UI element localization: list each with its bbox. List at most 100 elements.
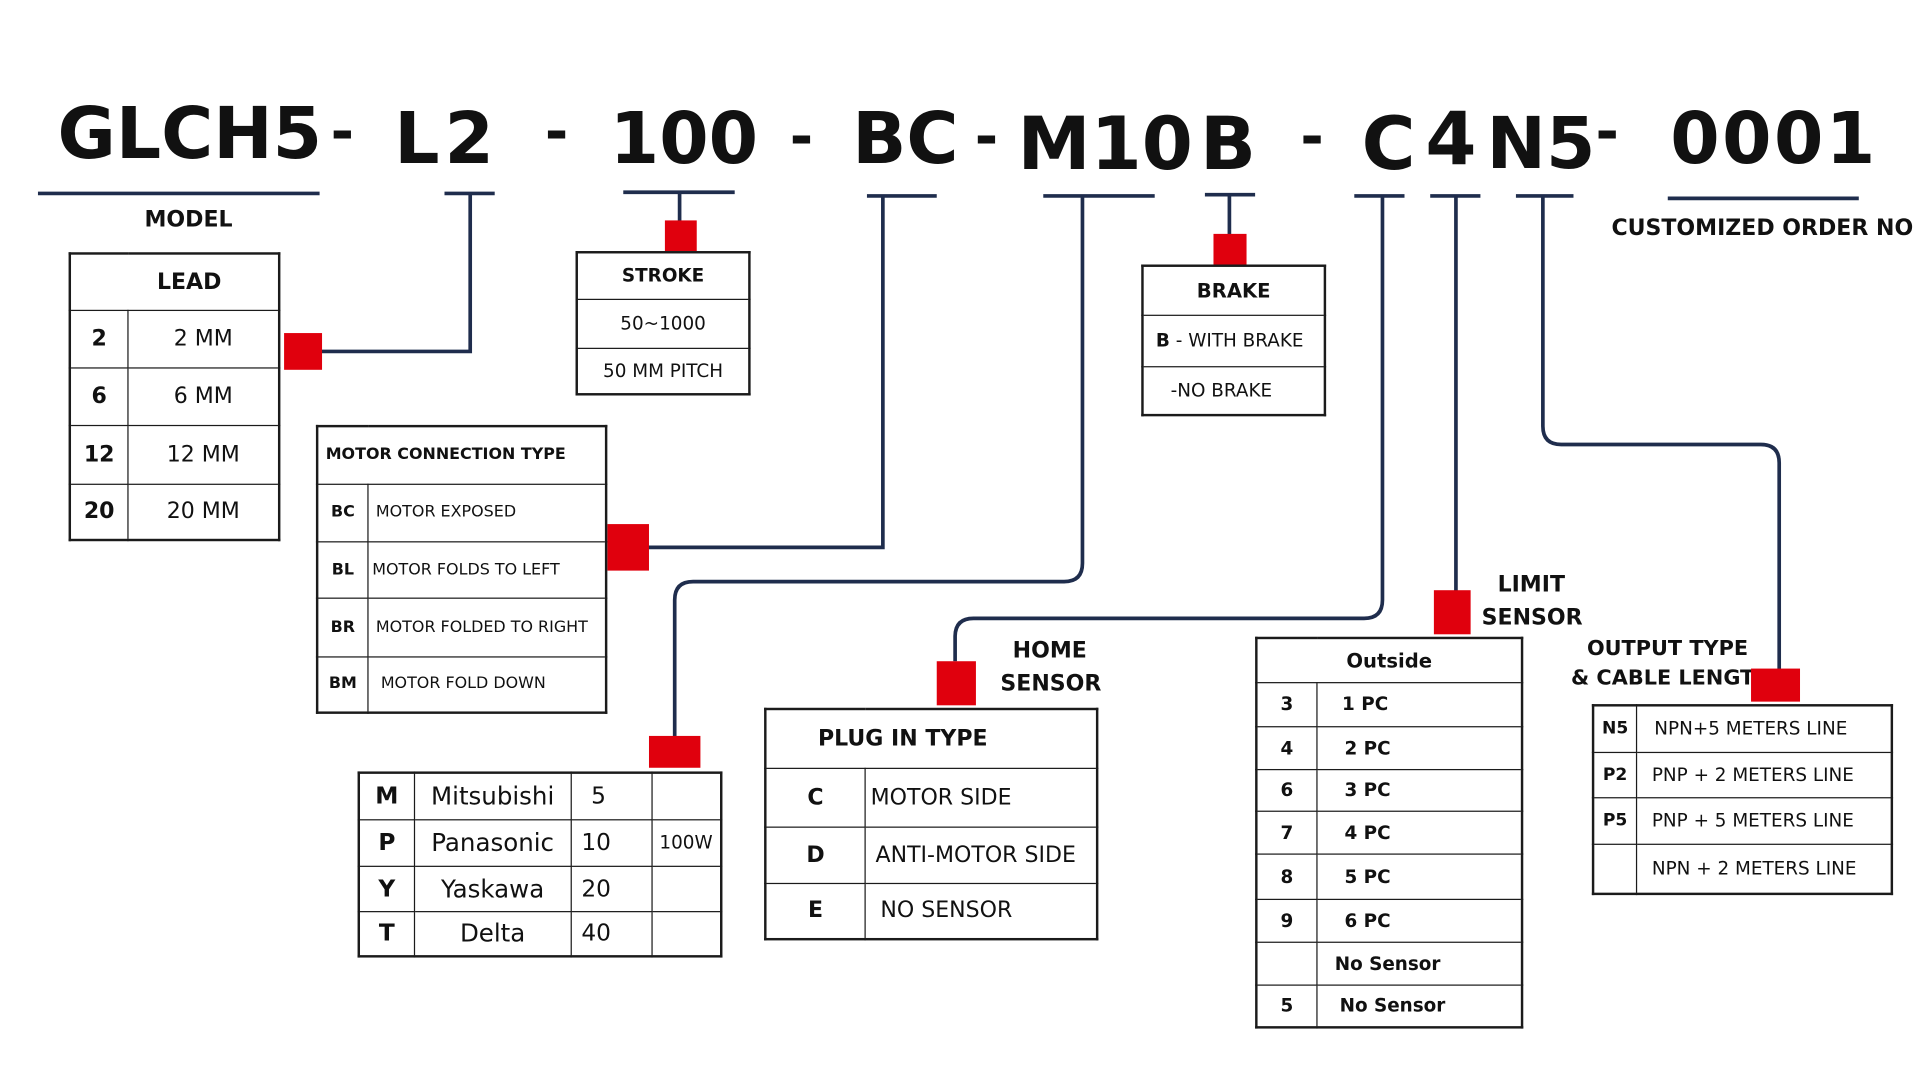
output-code: P5 bbox=[1592, 796, 1638, 845]
motor-connection-table: MOTOR CONNECTION TYPE BC MOTOR EXPOSED B… bbox=[315, 424, 608, 714]
motor-size: 20 bbox=[570, 865, 653, 912]
motor-code: P bbox=[358, 818, 415, 867]
output-text: PNP + 2 METERS LINE bbox=[1635, 751, 1893, 798]
separator-dash: - bbox=[1300, 102, 1324, 169]
motor-connection-code: BC bbox=[316, 483, 369, 542]
limit-sensor-code: 6 bbox=[1255, 768, 1318, 812]
separator-dash: - bbox=[789, 102, 814, 169]
table-row: D ANTI-MOTOR SIDE bbox=[764, 825, 1098, 884]
table-row: 2 2 MM bbox=[69, 309, 280, 368]
motor-connection-text: MOTOR FOLDS TO LEFT bbox=[367, 540, 607, 599]
separator-dash: - bbox=[1595, 97, 1619, 165]
motor-connection-code: BL bbox=[316, 540, 369, 599]
marker-output bbox=[1751, 668, 1801, 702]
lead-code: 12 bbox=[69, 424, 129, 485]
limit-sensor-code bbox=[1255, 941, 1318, 986]
motor-connection-code: BM bbox=[316, 655, 369, 714]
limit-sensor-table: Outside 3 1 PC 4 2 PC 6 3 PC 7 4 PC 8 5 … bbox=[1255, 636, 1524, 1029]
limit-sensor-code: 5 bbox=[1255, 983, 1318, 1028]
separator-dash: - bbox=[330, 97, 354, 165]
code-lead: L2 bbox=[394, 96, 499, 181]
table-row: P Panasonic 10 100W bbox=[358, 818, 722, 867]
home-sensor-header: PLUG IN TYPE bbox=[764, 708, 1098, 769]
motor-brand: Delta bbox=[413, 910, 572, 957]
marker-limit-sensor bbox=[1433, 590, 1471, 635]
table-row: N5 NPN+5 METERS LINE bbox=[1592, 704, 1893, 753]
limit-sensor-code: 7 bbox=[1255, 810, 1318, 855]
motor-brand: Panasonic bbox=[413, 818, 572, 867]
separator-dash: - bbox=[544, 97, 569, 165]
table-row: 5 No Sensor bbox=[1255, 983, 1523, 1028]
motor-size: 40 bbox=[570, 910, 653, 957]
table-row: BC MOTOR EXPOSED bbox=[316, 483, 607, 542]
lead-code: 2 bbox=[69, 309, 129, 368]
table-row: 3 1 PC bbox=[1255, 681, 1523, 727]
motor-connection-text: MOTOR FOLD DOWN bbox=[367, 655, 607, 714]
motor-code: Y bbox=[358, 865, 415, 912]
marker-motor-connection bbox=[607, 524, 649, 571]
limit-sensor-code: 8 bbox=[1255, 852, 1318, 900]
output-code: N5 bbox=[1592, 704, 1638, 753]
limit-sensor-header: Outside bbox=[1255, 637, 1523, 683]
motor-connection-text: MOTOR EXPOSED bbox=[367, 483, 607, 542]
code-stroke: 100 bbox=[609, 96, 759, 181]
code-motor-connection: BC bbox=[852, 96, 959, 181]
label-home-sensor-1: HOME bbox=[1012, 637, 1087, 664]
stroke-pitch: 50 MM PITCH bbox=[576, 347, 751, 395]
home-sensor-table: PLUG IN TYPE C MOTOR SIDE D ANTI-MOTOR S… bbox=[764, 707, 1099, 941]
marker-home-sensor bbox=[936, 661, 976, 706]
lead-value: 6 MM bbox=[127, 366, 280, 426]
table-row: 7 4 PC bbox=[1255, 810, 1523, 855]
table-row: BM MOTOR FOLD DOWN bbox=[316, 655, 607, 714]
label-limit-sensor-2: SENSOR bbox=[1481, 604, 1583, 631]
motor-connection-code: BR bbox=[316, 596, 369, 657]
home-sensor-code: E bbox=[764, 882, 866, 940]
label-limit-sensor-1: LIMIT bbox=[1497, 571, 1565, 598]
lead-value: 2 MM bbox=[127, 309, 280, 368]
wire-output bbox=[1541, 195, 1782, 672]
lead-value: 20 MM bbox=[127, 483, 280, 541]
label-output-type-2: & CABLE LENGTH bbox=[1571, 666, 1772, 691]
motor-size: 10 bbox=[570, 818, 653, 867]
table-row: P5 PNP + 5 METERS LINE bbox=[1592, 796, 1893, 845]
limit-sensor-text: 1 PC bbox=[1316, 681, 1523, 727]
limit-sensor-code: 3 bbox=[1255, 681, 1318, 727]
brake-text: -NO BRAKE bbox=[1141, 365, 1326, 416]
limit-sensor-text: No Sensor bbox=[1316, 983, 1523, 1028]
brake-text: - WITH BRAKE bbox=[1169, 329, 1304, 352]
wire-motor-connection bbox=[647, 195, 885, 550]
table-row: 8 5 PC bbox=[1255, 852, 1523, 900]
table-row: C MOTOR SIDE bbox=[764, 767, 1098, 828]
table-row: -NO BRAKE bbox=[1141, 365, 1326, 416]
lead-table: LEAD 2 2 MM 6 6 MM 12 12 MM 20 20 MM bbox=[68, 252, 281, 542]
motor-code: M bbox=[358, 772, 415, 820]
code-brake: B bbox=[1200, 101, 1257, 188]
code-home-sensor: C bbox=[1361, 101, 1416, 188]
lead-code: 6 bbox=[69, 366, 129, 426]
label-customized-order-no: CUSTOMIZED ORDER NO bbox=[1611, 215, 1914, 242]
marker-stroke bbox=[664, 220, 697, 252]
table-row: 9 6 PC bbox=[1255, 898, 1523, 943]
motor-power bbox=[650, 910, 722, 957]
home-sensor-text: MOTOR SIDE bbox=[864, 767, 1098, 828]
table-row: 6 6 MM bbox=[69, 366, 280, 426]
wire-home bbox=[953, 195, 1385, 662]
lead-header: LEAD bbox=[69, 252, 280, 311]
label-model: MODEL bbox=[144, 206, 233, 233]
table-row: 12 12 MM bbox=[69, 424, 280, 485]
table-row: 50~1000 bbox=[576, 298, 751, 349]
table-row: T Delta 40 bbox=[358, 910, 722, 957]
output-text: NPN+5 METERS LINE bbox=[1635, 704, 1893, 753]
output-code bbox=[1592, 843, 1638, 895]
table-row: B - WITH BRAKE bbox=[1141, 314, 1326, 367]
motor-table: M Mitsubishi 5 P Panasonic 10 100W Y Yas… bbox=[357, 771, 723, 958]
lead-value: 12 MM bbox=[127, 424, 280, 485]
table-row: 20 20 MM bbox=[69, 483, 280, 541]
limit-sensor-text: 5 PC bbox=[1316, 852, 1523, 900]
stroke-range: 50~1000 bbox=[576, 298, 751, 349]
brake-header: BRAKE bbox=[1141, 265, 1326, 316]
home-sensor-text: ANTI-MOTOR SIDE bbox=[864, 825, 1098, 884]
output-text: PNP + 5 METERS LINE bbox=[1635, 796, 1893, 845]
